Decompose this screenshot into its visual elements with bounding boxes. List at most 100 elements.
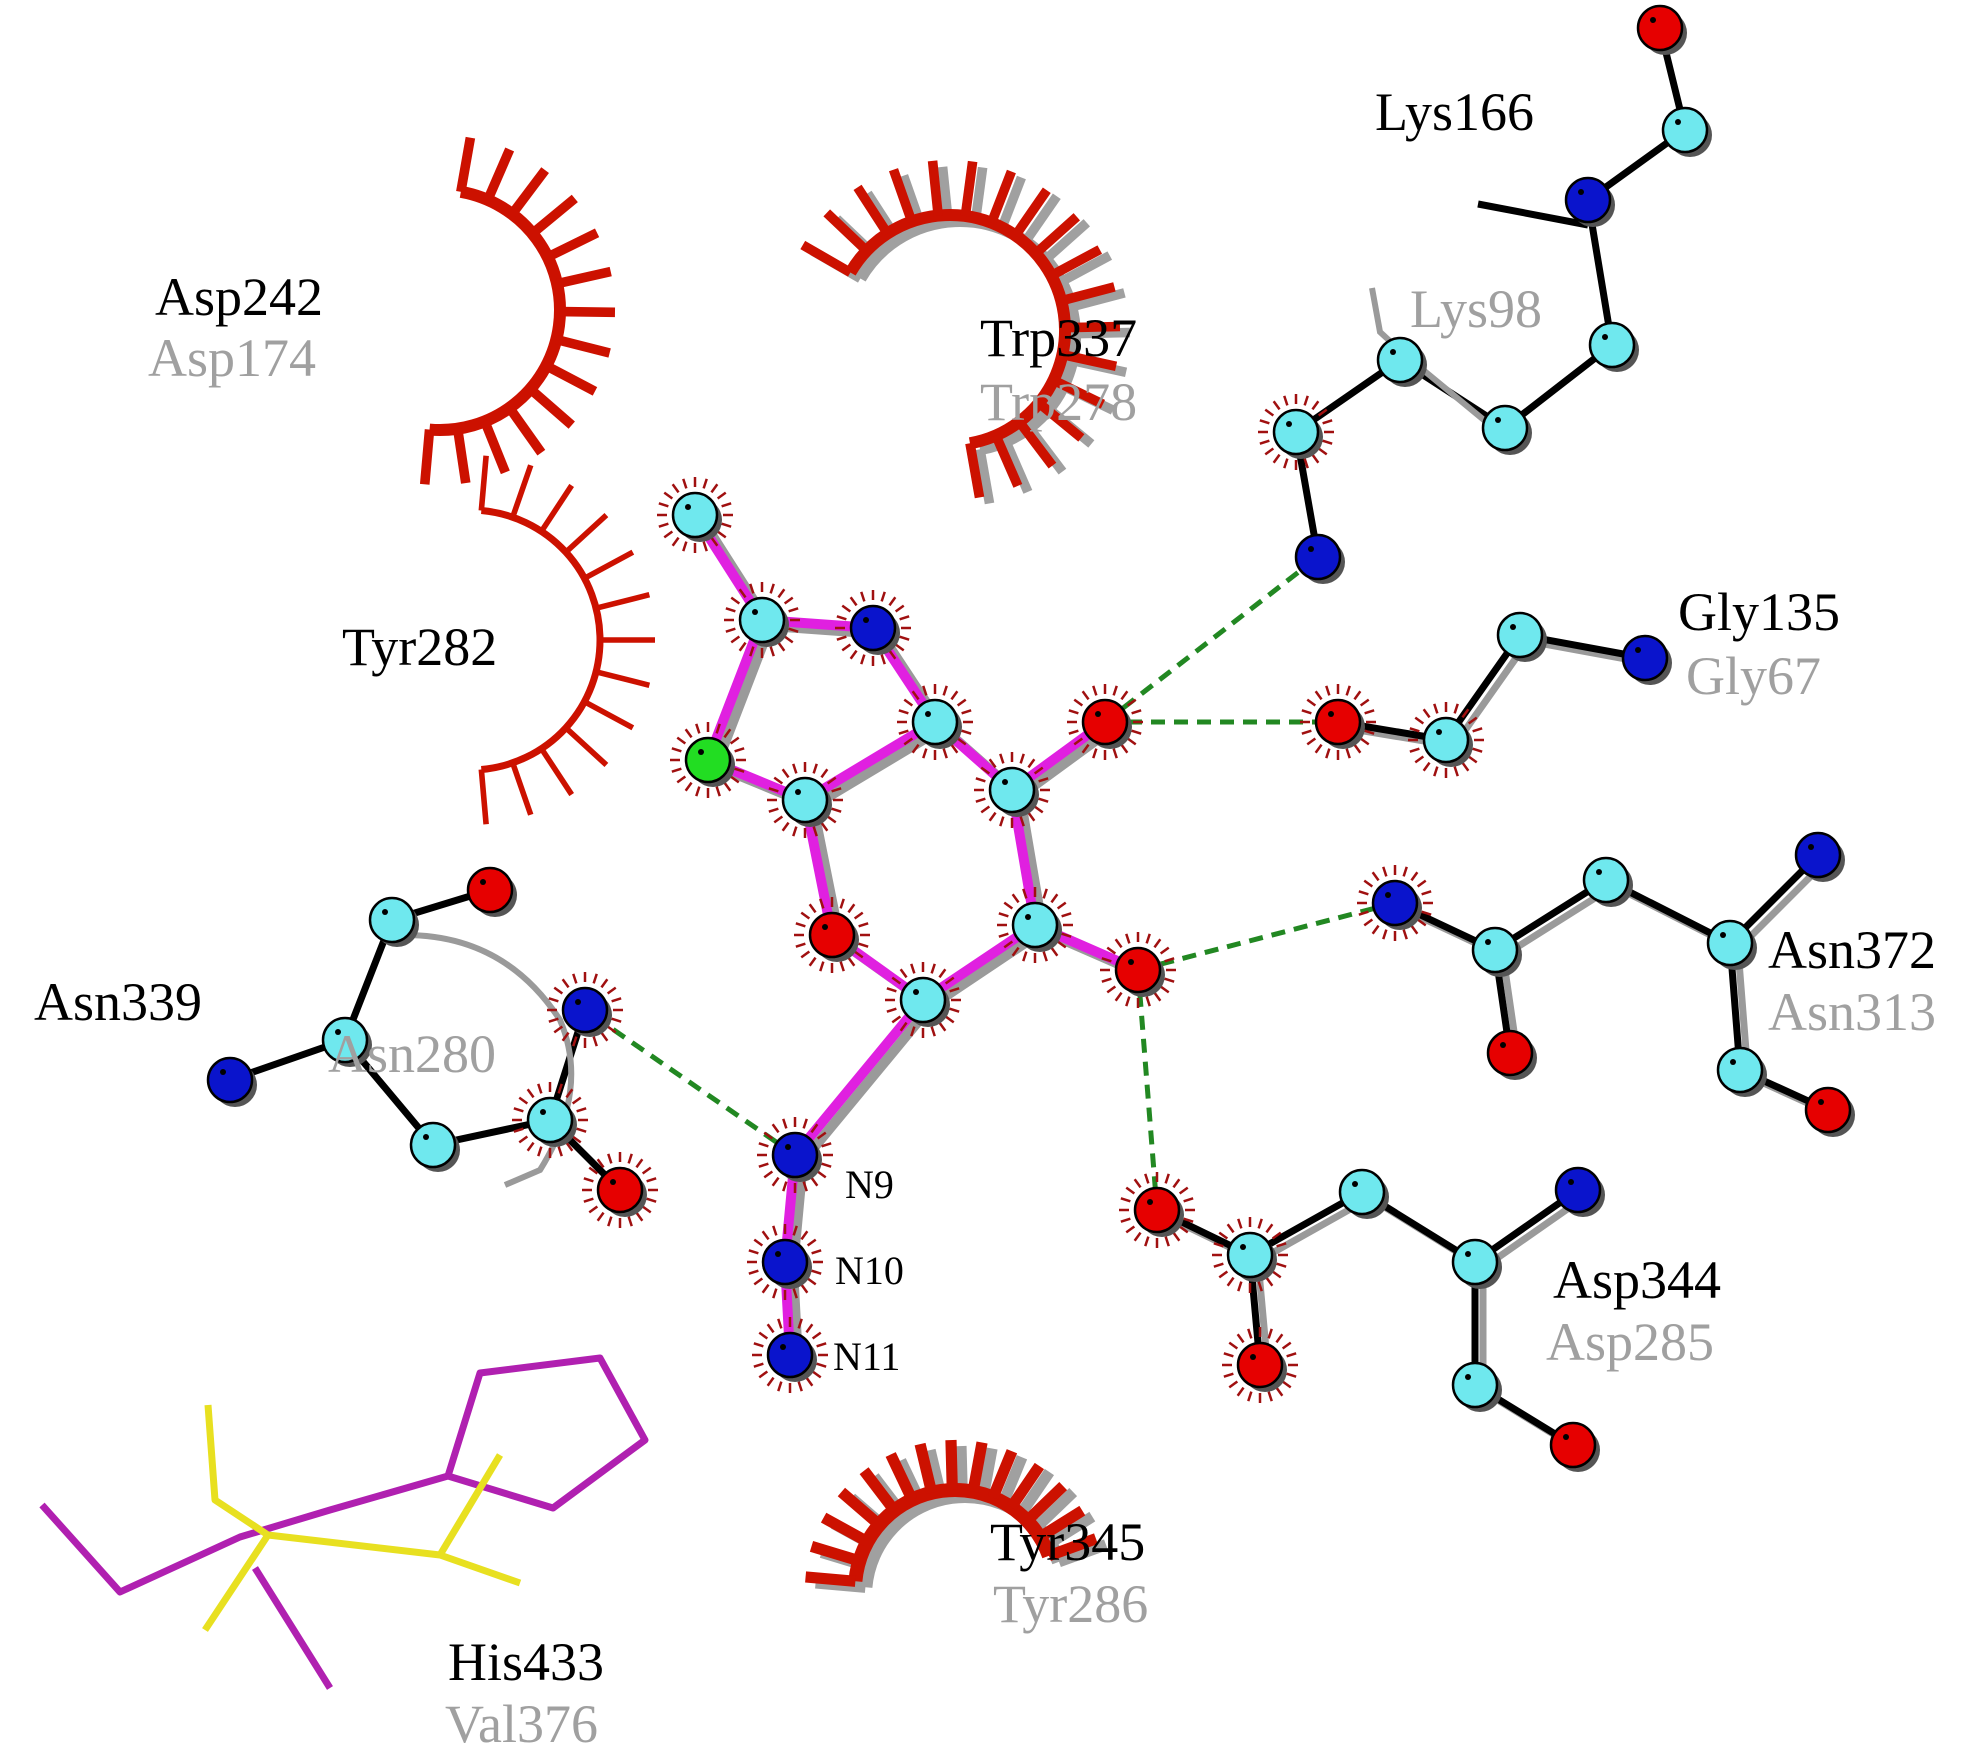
ligand-atom-n-contact-spike (763, 1131, 774, 1140)
his433-branch (252, 1566, 333, 1690)
residue-atom-n-ball (1554, 1166, 1602, 1214)
residue-atom-c-contact-spike (1467, 716, 1478, 725)
ligand-atom-c-contact-spike (980, 805, 991, 814)
ligand-atom-o-contact-spike (1164, 977, 1175, 983)
ligand-atom-c-contact-spike (961, 709, 972, 715)
residue-atom-n-contact-spike (606, 1025, 617, 1034)
arc-asp242-spike (480, 419, 510, 475)
residue-atom-o-contact-spike (1267, 1328, 1273, 1339)
residue-atom-c-ball (1376, 336, 1424, 384)
residue-atom-o-contact-spike (1345, 685, 1351, 696)
ligand-atom-c-contact-spike (831, 807, 842, 813)
residue-atom-c-contact-spike (1472, 747, 1483, 753)
ligand-atom-o-contact-spike (853, 950, 864, 959)
ligand-atom-c (997, 887, 1073, 963)
residue-atom-c-contact-spike (1265, 1276, 1274, 1287)
arc-tyr345-spike (1033, 1488, 1078, 1531)
residue-atom-n-highlight (1385, 892, 1391, 898)
ligand-atom-n-ball (849, 604, 897, 652)
arc-trp337-spike (1059, 251, 1113, 286)
arc-trp337-spike (1011, 187, 1051, 239)
ligand-atom-cl-ball (684, 736, 732, 784)
n11-label: N11 (833, 1334, 900, 1379)
ligand-atom-c-contact-spike (777, 641, 786, 652)
ligand-atom-n-contact-spike (797, 1318, 803, 1329)
ligand-atom-n-contact-spike (816, 1342, 827, 1348)
residue-atom-c-contact-spike (1237, 1218, 1243, 1229)
residue-atom-o-contact-spike (1314, 743, 1323, 754)
residue-atom-o-ball (1236, 1341, 1284, 1389)
residue-atom-o (1222, 1327, 1298, 1403)
asn280-label: Asn280 (328, 1024, 496, 1084)
residue-atom-n-contact-spike (548, 997, 559, 1003)
n10-label: N10 (835, 1248, 904, 1293)
ligand-atom-c (767, 762, 843, 838)
residue-atom-n-contact-spike (592, 1036, 598, 1047)
ligand-atom-c-contact-spike (922, 685, 928, 696)
lys166-label: Lys166 (1375, 82, 1534, 142)
residue-atom-n-highlight (220, 1069, 226, 1075)
arc-tyr345-spike (1023, 1482, 1068, 1525)
residue-atom-o-contact-spike (1301, 729, 1312, 735)
residue-atom-n-ball (1621, 634, 1669, 682)
residue-atom-o-contact-spike (596, 1158, 605, 1169)
arc-tyr345-spike (914, 1442, 938, 1495)
arc-tyr282-spike (583, 549, 635, 581)
residue-atom-o-highlight (610, 1179, 616, 1185)
residue-atom-c-contact-spike (1453, 703, 1459, 714)
ligand-atom-c-contact-spike (1003, 940, 1014, 949)
ligand-atom-n-contact-spike (800, 1283, 809, 1294)
residue-atom-n-ball (206, 1056, 254, 1104)
residue-atom-n-contact-spike (1358, 890, 1369, 896)
ligand-bond (790, 995, 928, 1160)
residue-atom-o-contact-spike (1125, 1225, 1136, 1234)
arc-tyr345-spike (967, 1441, 988, 1493)
ligand-atom-c-contact-spike (1019, 753, 1025, 764)
residue-atom-n-contact-spike (606, 986, 617, 995)
residue-atom-o-contact-spike (583, 1197, 594, 1203)
ligand-atom-c-contact-spike (730, 635, 741, 644)
his433-sidechain (39, 1472, 449, 1596)
ligand-atom-n-contact-spike (888, 596, 897, 607)
ligand-atom-c-contact-spike (1056, 940, 1067, 949)
ligand-atom-c-contact-spike (749, 583, 755, 594)
residue-atom-c-ball (526, 1096, 574, 1144)
ligand-atom-n (752, 1317, 828, 1393)
ligand-atom-n-contact-spike (782, 1118, 788, 1129)
arc-trp337-spike (1061, 349, 1118, 372)
ligand-atom-o-contact-spike (1159, 985, 1170, 994)
arc-trp337-spike (1032, 213, 1080, 257)
residue-atom-c-contact-spike (1264, 408, 1275, 417)
ligand-atom-c-contact-spike (903, 698, 914, 707)
tyr286-label: Tyr286 (993, 1574, 1148, 1634)
residue-atom-o-contact-spike (1183, 1217, 1194, 1223)
asp174-label: Asp174 (148, 328, 316, 388)
ligand-atom-c-contact-spike (944, 1015, 955, 1024)
ligand-atom-n-contact-spike (841, 643, 852, 652)
residue-atom-o-ball (596, 1166, 644, 1214)
asn372-label: Asn372 (1768, 920, 1936, 980)
ligand-atom-n-contact-spike (758, 1142, 769, 1148)
residue-atom-c-contact-spike (565, 1141, 574, 1152)
residue-atom-n-contact-spike (548, 1017, 559, 1023)
residue-atom-c-highlight (1495, 417, 1501, 423)
residue-atom-c-contact-spike (1311, 400, 1320, 411)
arc-trp337-spike (1015, 418, 1057, 469)
residue-atom-c-contact-spike (1257, 1218, 1263, 1229)
val376-label: Val376 (445, 1694, 598, 1754)
ligand-atom-cl-highlight (698, 749, 704, 755)
gly67-label: Gly67 (1686, 646, 1821, 706)
residue-atom-n (1564, 176, 1615, 227)
arc-trp337-spike (800, 240, 853, 277)
residue-atom-o (1636, 4, 1687, 55)
residue-atom-o-ball (1133, 1186, 1181, 1234)
arc-tyr345-curve (848, 1483, 1056, 1582)
residue-atom-o-contact-spike (1314, 690, 1323, 701)
arc-trp337-spike (965, 442, 985, 499)
ligand-atom-o (794, 897, 870, 973)
ligand-atom-c-contact-spike (716, 530, 727, 539)
residue-atom-c-ball (1422, 716, 1470, 764)
ligand-atom-c-contact-spike (1050, 893, 1059, 904)
